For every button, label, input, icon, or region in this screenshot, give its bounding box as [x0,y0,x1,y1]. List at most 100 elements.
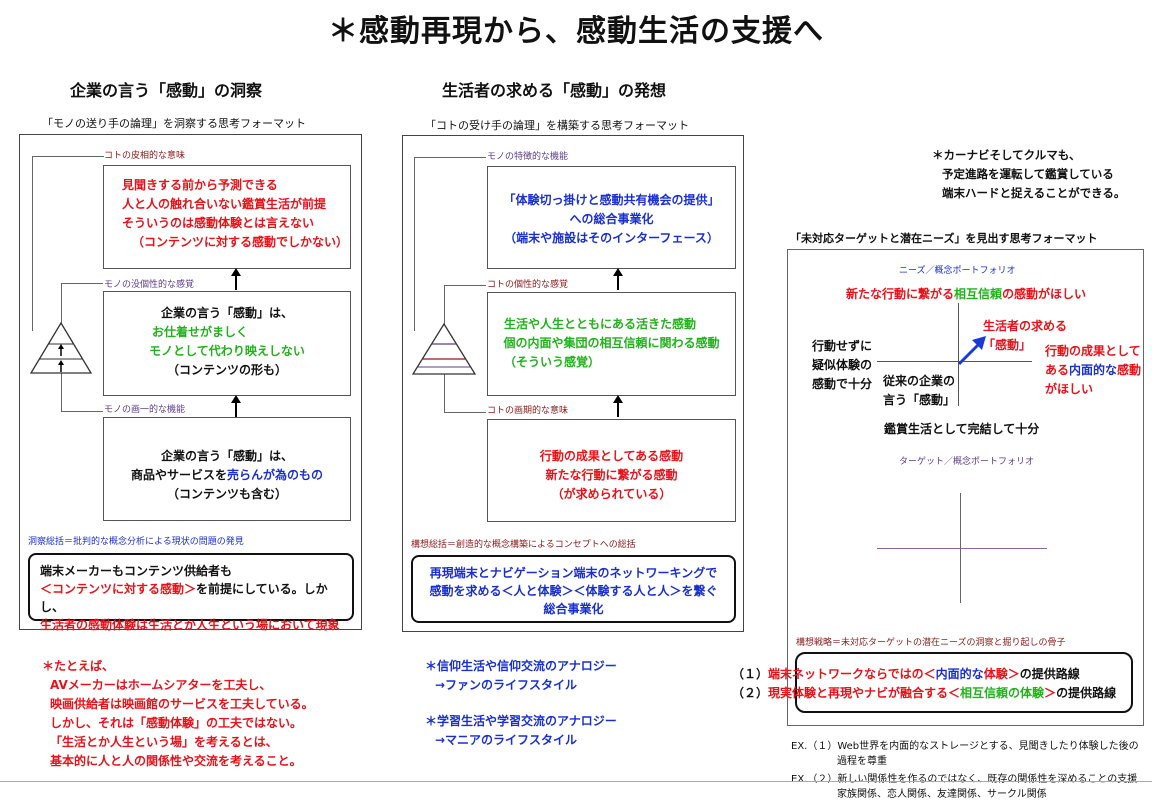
middle-notes: ＊信仰生活や信仰交流のアナロジー →ファンのライフスタイル ＊学習生活や学習交流… [425,657,617,750]
middle-top-line: への総合事業化 [569,212,654,226]
left-flow-line [61,283,62,323]
ex-line: 家族関係、恋人関係、友達関係、サークル関係 [837,789,1047,800]
ex-notes: EX.（１）Web世界を内面的なストレージとする、見聞きしたり体験した後の 過程… [791,739,1139,802]
middle-flow-line [444,412,486,413]
qr-a: ある [1045,363,1070,377]
middle-mid-line: （そういう感覚） [504,355,601,369]
quadrant-bottom-text: 鑑賞生活として完結して十分 [884,422,1040,436]
up-arrow-icon [231,395,241,417]
pyramid-icon [412,323,476,375]
left-panel [19,134,362,630]
middle-flow-line [444,285,486,286]
middle-flow-line [414,157,486,158]
left-summary-line: 端末メーカーもコンテンツ供給者も [40,564,233,578]
ex-line: 過程を尊重 [837,756,887,767]
middle-top-line: （端末や施設はそのインターフェース） [504,231,719,245]
arrow-up-right-icon [957,336,986,366]
s2b: 現実体験と再現やナビが融合する＜ [768,686,961,700]
q1-line: 生活者の求める [983,319,1068,333]
s2e: の提供路線 [1056,686,1117,700]
right-note-line: ＊カーナビそしてクルマも、 [932,148,1081,162]
left-mid-line: お仕着せがましく [152,325,249,339]
right-panel [787,249,1144,726]
quadrant-axis-v [958,303,959,406]
target-axis-h [877,548,1047,549]
qr-line: がほしい [1045,382,1094,396]
left-bot-line-a: 商品やサービスを [130,468,227,482]
middle-flow-line [414,157,415,331]
left-bot-line: 企業の言う「感動」は、 [160,449,293,463]
qr-b: 内面的な [1069,363,1118,377]
middle-top-box: 「体験切っ掛けと感動共有機会の提供」 への総合事業化 （端末や施設はそのインター… [487,166,736,269]
strategy-lines: （１）端末ネットワークならではの＜内面的な体験＞の提供路線 （２）現実体験と再現… [732,665,1116,703]
ql-line: 感動で十分 [812,377,873,391]
middle-summary-line: 総合事業化 [543,602,604,616]
middle-note-line: ＊信仰生活や信仰交流のアナロジー [425,659,617,673]
quadrant-left-text: 行動せずに 疑似体験の 感動で十分 [812,337,872,394]
middle-note-line: →ファンのライフスタイル [435,678,578,692]
left-mid-line: 企業の言う「感動」は、 [160,306,293,320]
ql-line: 行動せずに [812,339,873,353]
middle-bot-line: 行動の成果としてある感動 [539,449,684,463]
pyramid-icon [30,322,92,374]
middle-summary-label: 構想総括＝創造的な概念構築によるコンセプトへの総括 [411,540,636,550]
example-line: 映画供給者は映画館のサービスを工夫している。 [50,697,314,711]
needs-label: ニーズ／概念ポートフォリオ [899,266,1016,276]
qr-line: 行動の成果として [1045,344,1141,358]
s2a: （２） [732,686,769,700]
left-bot-box: 企業の言う「感動」は、 商品やサービスを売らんが為のもの （コンテンツも含む） [103,417,351,521]
bottom-divider [0,781,1152,782]
quadrant-right-text: 行動の成果として ある内面的な感動 がほしい [1045,342,1141,399]
example-line: 「生活とか人生という場」を考えるとは、 [50,735,278,749]
quadrant-q1-text: 生活者の求める 「感動」 [983,317,1067,355]
left-bot-line: 商品やサービスを売らんが為のもの [104,466,350,485]
example-line: 基本的に人と人の関係性や交流を考えること。 [50,754,302,768]
left-heading: 企業の言う「感動」の洞察 [70,81,263,100]
middle-bot-box: 行動の成果としてある感動 新たな行動に繋がる感動 （が求められている） [487,419,736,522]
left-flow-line [32,156,104,157]
s2c: 相互信頼の体験 [960,686,1045,700]
ql-line: 疑似体験の [812,358,873,372]
left-top-line: （コンテンツに対する感動でしかない） [132,235,349,249]
middle-panel [402,135,744,632]
left-summary-line-b: を前提にしている。しかし、 [40,582,328,614]
left-caption: 「モノの送り手の論理」を洞察する思考フォーマット [42,117,306,130]
right-note: ＊カーナビそしてクルマも、 予定進路を運転して鑑賞している 端末ハードと捉えるこ… [932,146,1125,203]
middle-summary-line: 感動を求める＜人と体験＞＜体験する人と人＞を繋ぐ [429,584,718,598]
example-line: AVメーカーはホームシアターを工夫し、 [50,678,272,692]
page-title: ＊感動再現から、感動生活の支援へ [328,14,824,49]
left-bot-line-b: 売らんが為のもの [227,468,324,482]
qt-a: 新たな行動に繋がる [846,287,955,301]
qt-b: 相互信頼 [954,287,1003,301]
left-flow-line [61,283,103,284]
qr-line: ある内面的な感動 [1045,361,1141,380]
middle-mid-box: 生活や人生とともにある活きた感動 個の内面や集団の相互信頼に関わる感動 （そうい… [487,292,736,396]
qr-c: 感動 [1117,363,1142,377]
middle-caption: 「コトの受け手の論理」を構築する思考フォーマット [425,119,689,132]
s1c: 内面的な [935,667,984,681]
qt-c: の感動がほしい [1002,287,1087,301]
left-example: ＊たとえば、 AVメーカーはホームシアターを工夫し、 映画供給者は映画館のサービ… [42,657,314,771]
ex-line: EX.（２）新しい関係性を作るのではなく、既存の関係性を深めることの支援 [791,774,1138,785]
middle-flow-line [444,285,445,325]
left-bot-label: モノの画一的な機能 [104,405,186,415]
quadrant-axis-h [877,361,1032,362]
left-bot-line: （コンテンツも含む） [166,487,287,501]
s1d: 体験 [983,667,1008,681]
strategy-line-2: （２）現実体験と再現やナビが融合する＜相互信頼の体験＞の提供路線 [732,684,1116,703]
s2d: ＞ [1044,686,1057,700]
q3-line: 言う「感動」 [883,393,956,407]
left-mid-box: 企業の言う「感動」は、 お仕着せがましく モノとして代わり映えしない （コンテン… [103,291,351,396]
middle-top-label: モノの特徴的な機能 [487,152,569,162]
left-flow-line [32,156,33,331]
left-summary-line-a: ＜コンテンツに対する感動＞ [40,582,197,596]
strategy-label: 構想戦略＝未対応ターゲットの潜在ニーズの洞察と掘り起しの骨子 [796,638,1066,648]
left-top-line: 見聞きする前から予測できる [122,178,278,192]
middle-note-line: ＊学習生活や学習交流のアナロジー [425,714,617,728]
middle-top-line: 「体験切っ掛けと感動共有機会の提供」 [503,193,720,207]
left-mid-line: モノとして代わり映えしない [149,344,305,358]
s1f: の提供路線 [1019,667,1080,681]
left-flow-line [61,411,103,412]
middle-mid-label: コトの個性的な感覚 [487,280,569,290]
left-summary-line: ＜コンテンツに対する感動＞を前提にしている。しかし、 [40,580,342,616]
